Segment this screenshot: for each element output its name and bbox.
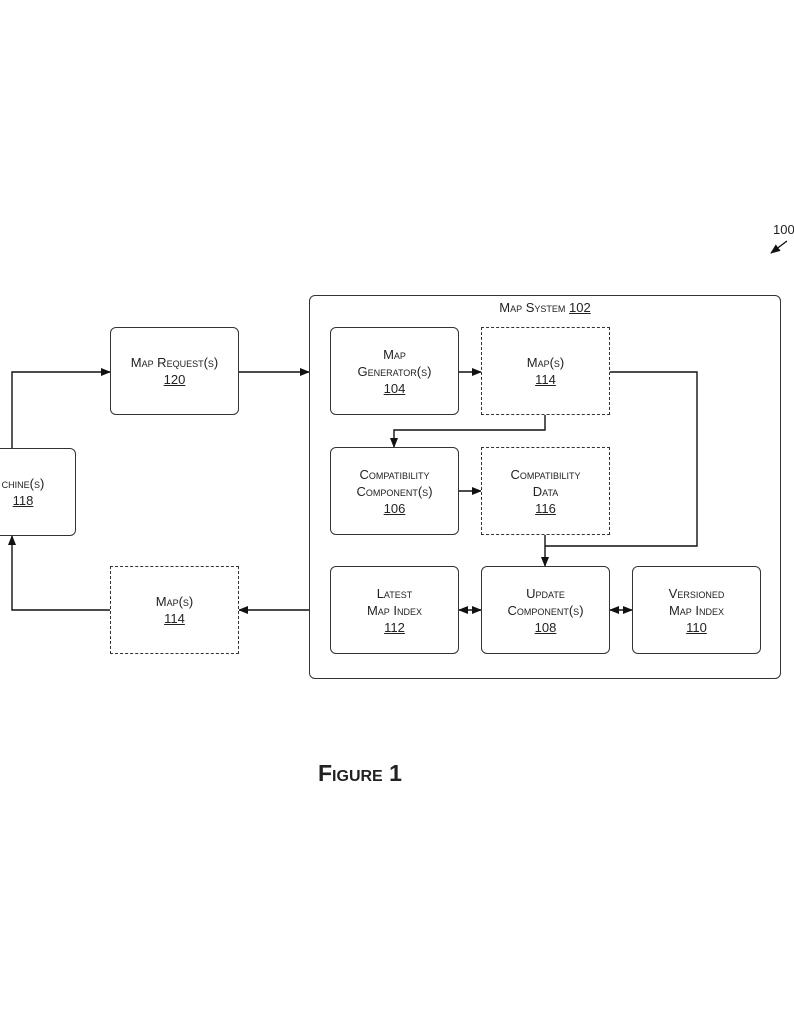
map-requests-box: Map Request(s) 120: [110, 327, 239, 415]
map-system-container: Map System 102: [309, 295, 781, 679]
line-maps-to-update: [545, 371, 698, 547]
figure-reference-number: 100: [773, 222, 794, 237]
map-generators-box: Map Generator(s) 104: [330, 327, 459, 415]
latest-map-index-box: Latest Map Index 112: [330, 566, 459, 654]
arrow-maps-to-compat: [390, 415, 546, 448]
compatibility-data-box: Compatibility Data 116: [481, 447, 610, 535]
versioned-map-index-box: Versioned Map Index 110: [632, 566, 761, 654]
map-system-title: Map System 102: [499, 300, 591, 315]
compatibility-components-box: Compatibility Component(s) 106: [330, 447, 459, 535]
maps-box: Map(s) 114: [481, 327, 610, 415]
machines-box: chine(s) 118: [0, 448, 76, 536]
update-components-box: Update Component(s) 108: [481, 566, 610, 654]
arrow-machines-to-requests: [11, 368, 111, 448]
figure-caption: Figure 1: [318, 760, 402, 786]
maps-output-box: Map(s) 114: [110, 566, 239, 654]
reference-arrow: [770, 240, 788, 254]
arrow-maps-to-machines: [7, 535, 110, 611]
